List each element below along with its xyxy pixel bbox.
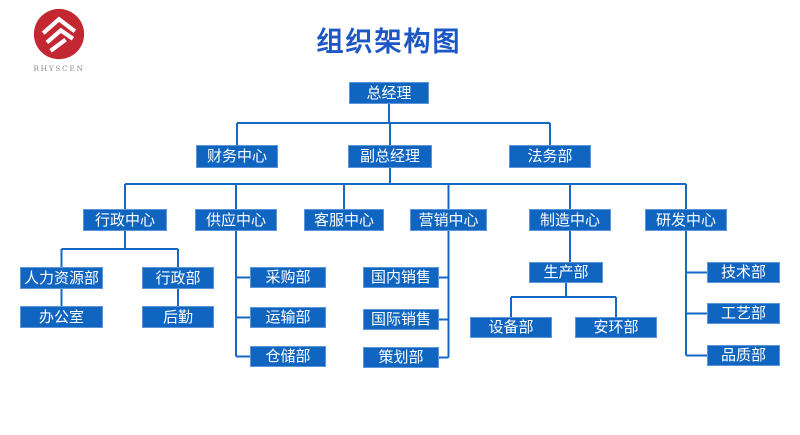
org-node-service-center: 客服中心 bbox=[304, 209, 384, 231]
org-node-equipment: 设备部 bbox=[470, 317, 552, 338]
org-node-marketing-center: 营销中心 bbox=[410, 209, 487, 231]
org-node-tech: 技术部 bbox=[707, 262, 780, 283]
logo-mark-icon bbox=[31, 8, 87, 62]
org-node-transport: 运输部 bbox=[250, 307, 326, 328]
org-node-intl-sales: 国际销售 bbox=[363, 309, 439, 330]
logo-brand-text: RHYSCEN bbox=[30, 64, 88, 73]
org-node-production: 生产部 bbox=[529, 262, 603, 283]
org-node-domestic-sales: 国内销售 bbox=[363, 267, 439, 288]
page-title: 组织架构图 bbox=[317, 20, 462, 59]
org-node-process: 工艺部 bbox=[707, 303, 780, 324]
org-node-supply-center: 供应中心 bbox=[195, 209, 277, 231]
org-node-office: 办公室 bbox=[20, 306, 103, 328]
org-node-hr: 人力资源部 bbox=[20, 267, 103, 289]
org-node-dgm: 副总经理 bbox=[348, 145, 432, 168]
org-node-procurement: 采购部 bbox=[250, 267, 326, 288]
org-node-quality: 品质部 bbox=[707, 345, 780, 366]
org-node-legal: 法务部 bbox=[509, 145, 591, 168]
org-node-admin-center: 行政中心 bbox=[83, 209, 167, 231]
org-node-mfg-center: 制造中心 bbox=[529, 209, 611, 231]
org-node-rd-center: 研发中心 bbox=[645, 209, 727, 231]
org-node-logistics: 后勤 bbox=[142, 306, 214, 328]
org-node-safety-env: 安环部 bbox=[575, 317, 657, 338]
org-node-admin-dept: 行政部 bbox=[142, 267, 214, 289]
org-node-finance: 财务中心 bbox=[196, 145, 278, 168]
org-node-warehouse: 仓储部 bbox=[250, 346, 326, 367]
logo: RHYSCEN bbox=[30, 8, 88, 73]
org-node-gm: 总经理 bbox=[349, 82, 429, 104]
org-node-planning: 策划部 bbox=[363, 347, 439, 368]
